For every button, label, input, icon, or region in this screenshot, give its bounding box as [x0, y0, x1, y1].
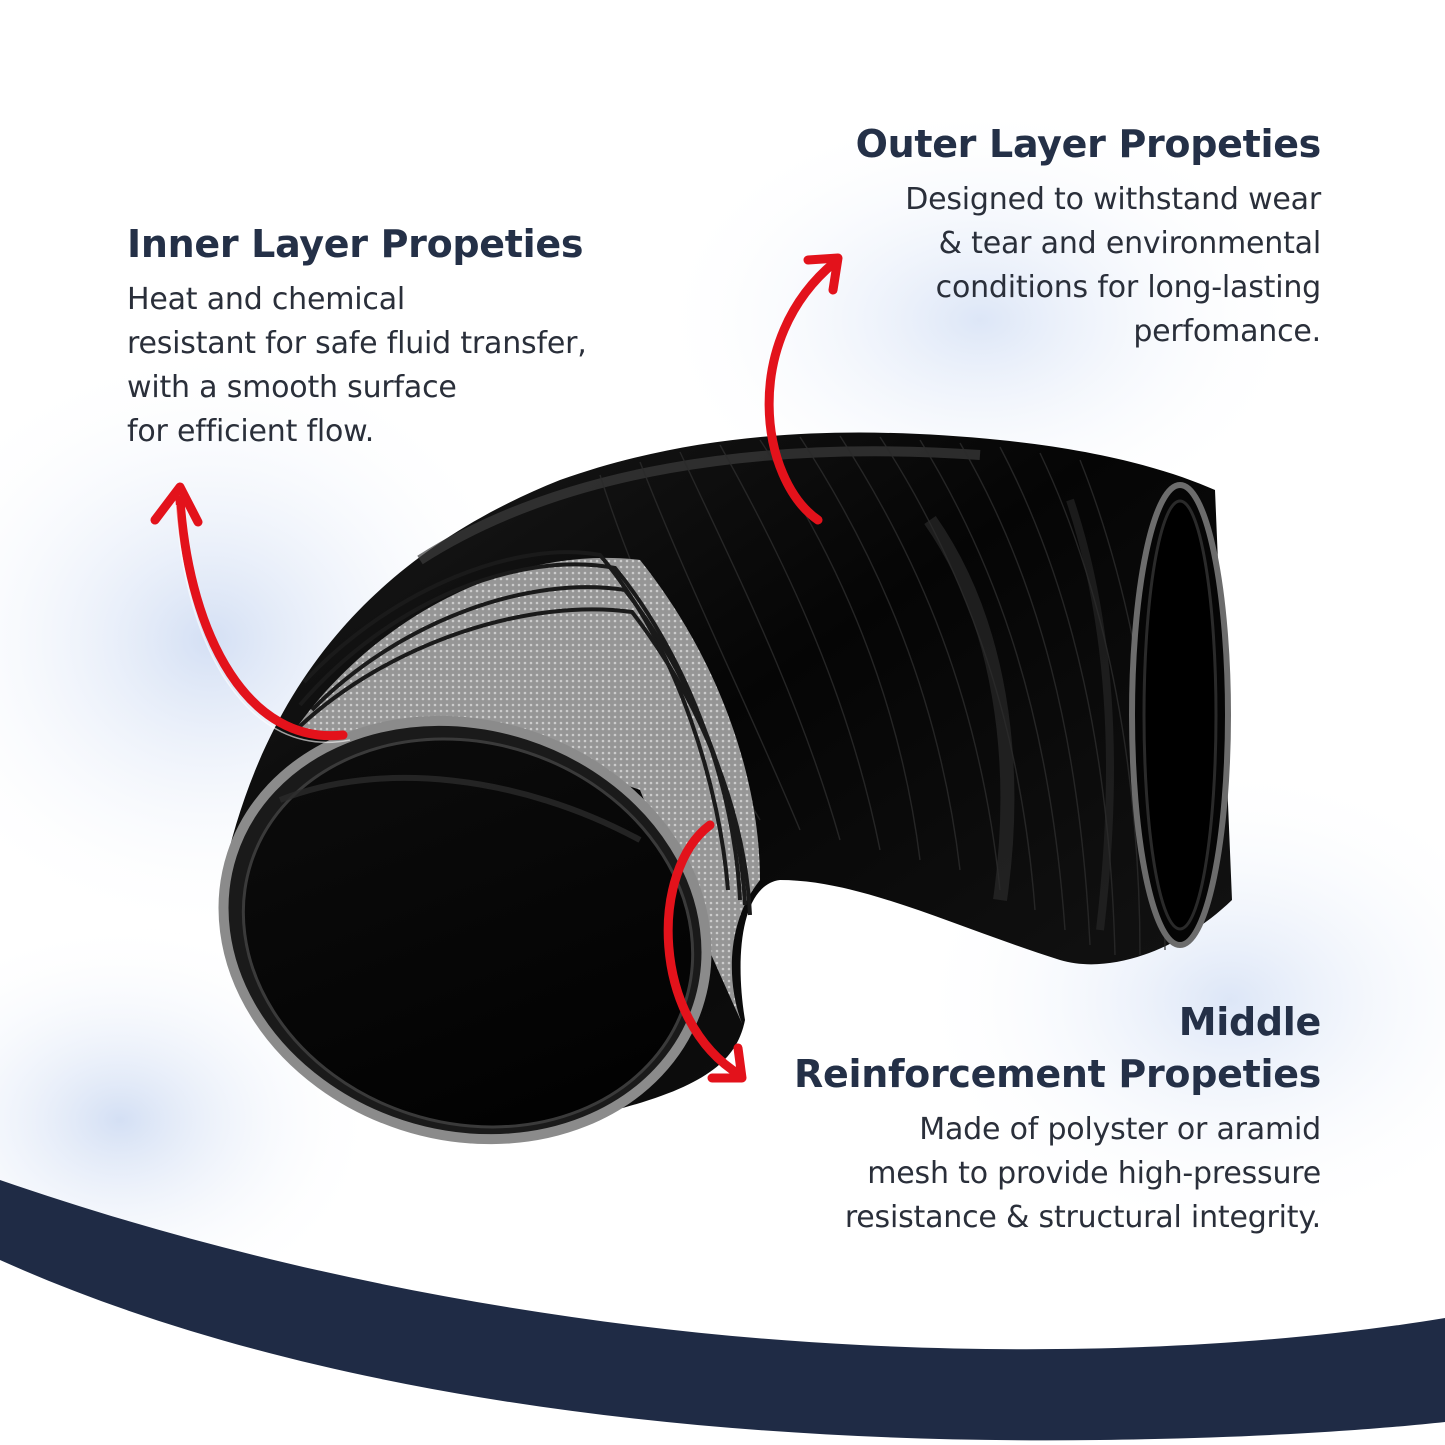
description-line: resistant for safe fluid transfer, — [127, 326, 587, 361]
reinforcement-mesh — [295, 550, 760, 1030]
background-glow — [650, 100, 1310, 540]
outer-layer-title: Outer Layer Propeties — [855, 122, 1322, 166]
inner-layer-title: Inner Layer Propeties — [127, 222, 584, 266]
description-line: Heat and chemical — [127, 282, 406, 317]
description-line: resistance & structural integrity. — [844, 1200, 1321, 1235]
description-line: with a smooth surface — [127, 370, 457, 405]
description-line: & tear and environmental — [938, 226, 1322, 261]
middle-layer-description: Made of polyster or aramid mesh to provi… — [621, 1108, 1321, 1240]
description-line: Designed to withstand wear — [905, 182, 1321, 217]
description-line: perfomance. — [1133, 314, 1321, 349]
middle-layer-callout: Middle Reinforcement Propeties Made of p… — [621, 996, 1321, 1240]
outer-layer-description: Designed to withstand wear & tear and en… — [681, 178, 1321, 354]
title-line: Reinforcement Propeties — [794, 1052, 1321, 1096]
inner-layer-callout: Inner Layer Propeties Heat and chemical … — [127, 218, 727, 454]
middle-arrow — [663, 820, 747, 1083]
hose-opening — [218, 715, 712, 1145]
description-line: Made of polyster or aramid — [919, 1112, 1321, 1147]
description-line: conditions for long-lasting — [935, 270, 1322, 305]
outer-layer-callout: Outer Layer Propeties Designed to withst… — [681, 118, 1322, 354]
elbow-hose-image — [218, 432, 1232, 1145]
middle-layer-title: Middle Reinforcement Propeties — [621, 996, 1321, 1100]
bottom-wave-highlight — [0, 1260, 1445, 1445]
description-line: mesh to provide high-pressure — [867, 1156, 1321, 1191]
title-line: Middle — [1178, 1000, 1322, 1044]
inner-layer-description: Heat and chemical resistant for safe flu… — [127, 278, 727, 454]
inner-arrow — [150, 482, 351, 743]
description-line: for efficient flow. — [127, 414, 375, 449]
outer-arrow — [764, 253, 843, 525]
